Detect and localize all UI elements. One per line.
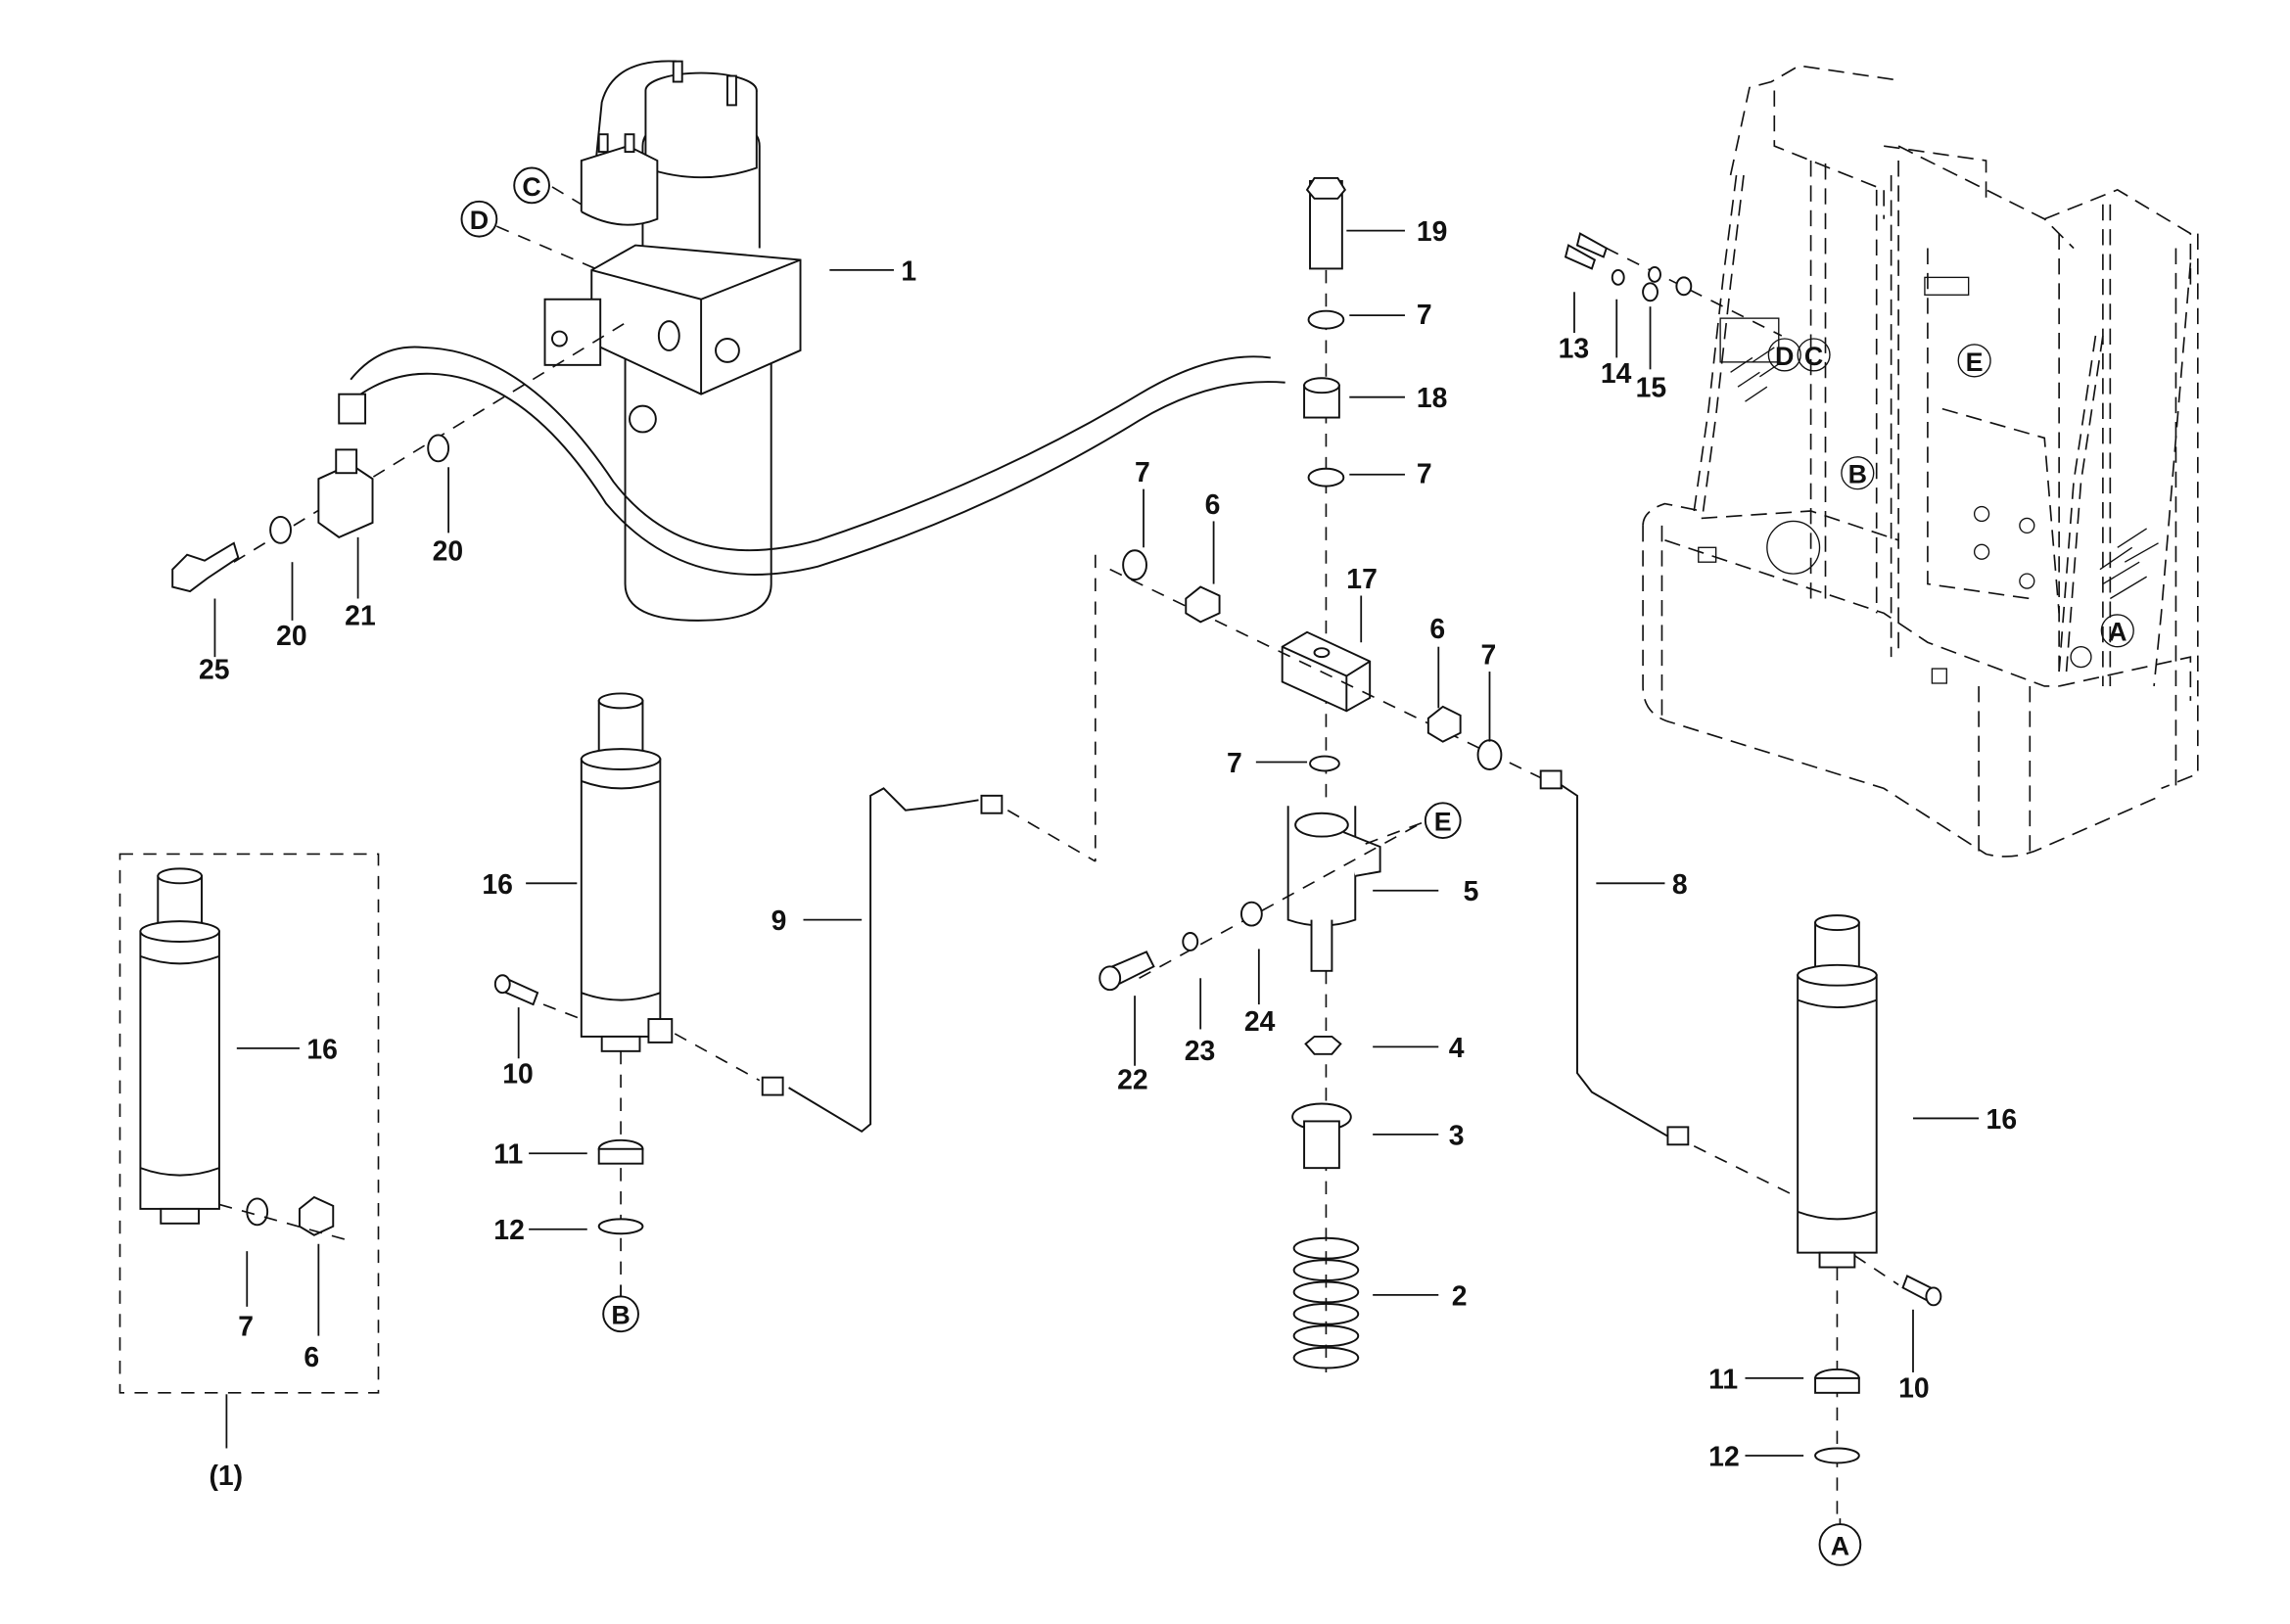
callout-7: 7 [238, 1312, 254, 1343]
callout-16: 16 [482, 869, 513, 901]
ref-marker-b-bottom: B [602, 1295, 639, 1333]
callout-10: 10 [1898, 1372, 1930, 1404]
cylinder-assembly-box [118, 853, 380, 1449]
callout-7: 7 [1227, 748, 1242, 779]
ref-marker-a-frame: A [2100, 614, 2134, 648]
callout-6: 6 [1205, 489, 1221, 521]
callout-6: 6 [304, 1342, 319, 1373]
callout-18: 18 [1417, 383, 1448, 414]
callout-21: 21 [345, 600, 376, 631]
callout-4: 4 [1449, 1033, 1465, 1064]
chassis-frame [1642, 65, 2199, 858]
callout-12: 12 [1708, 1441, 1740, 1472]
ref-marker-c-frame: C [1797, 338, 1831, 372]
callout-9: 9 [771, 905, 787, 937]
callout-7: 7 [1417, 300, 1432, 331]
pipe-8 [1555, 780, 1673, 1140]
callout-3: 3 [1449, 1120, 1465, 1151]
callout-12: 12 [493, 1215, 525, 1246]
valve-stack [1281, 176, 1381, 1372]
svg-text:D: D [470, 206, 489, 235]
callout-23: 23 [1185, 1036, 1216, 1067]
svg-text:D: D [1775, 342, 1794, 371]
reference-markers: C D E B A D C E [460, 166, 2134, 1566]
callout-19: 19 [1417, 216, 1448, 248]
assembly-label: (1) [209, 1461, 243, 1492]
callout-8: 8 [1672, 869, 1688, 901]
callout-20: 20 [276, 621, 307, 652]
ref-marker-d-frame: D [1767, 338, 1801, 372]
callout-20: 20 [433, 536, 464, 568]
callout-17: 17 [1346, 564, 1378, 595]
ref-marker-d-pump: D [460, 200, 498, 238]
callout-25: 25 [199, 655, 230, 686]
block-fittings [1094, 549, 1564, 861]
hose [350, 346, 1271, 552]
svg-text:A: A [2108, 618, 2126, 647]
banjo-assembly [171, 320, 629, 593]
callout-22: 22 [1117, 1065, 1148, 1096]
ref-marker-a-bottom: A [1818, 1523, 1862, 1566]
ref-marker-e-valve: E [1424, 802, 1462, 840]
callout-24: 24 [1244, 1006, 1276, 1038]
callout-11: 11 [1708, 1364, 1738, 1395]
svg-text:C: C [1804, 342, 1823, 371]
svg-text:C: C [522, 172, 540, 202]
svg-text:B: B [1848, 460, 1867, 489]
callout-15: 15 [1636, 373, 1667, 404]
hose-fitting [338, 393, 367, 425]
svg-text:E: E [1966, 348, 1984, 377]
ref-marker-b-frame: B [1841, 456, 1875, 490]
callout-13: 13 [1559, 333, 1590, 364]
frame-bolts [1564, 232, 1783, 337]
callout-16: 16 [306, 1034, 338, 1065]
callout-7: 7 [1481, 640, 1497, 672]
callout-labels: 1 19 7 18 7 7 6 17 6 7 7 5 4 3 2 8 9 16 … [199, 216, 2017, 1492]
ref-marker-e-frame: E [1957, 344, 1991, 378]
svg-text:E: E [1434, 808, 1452, 837]
callout-7: 7 [1417, 459, 1432, 490]
callout-5: 5 [1464, 876, 1479, 907]
valve-mount-hardware [1098, 816, 1432, 992]
callout-11: 11 [493, 1139, 523, 1171]
callout-1: 1 [901, 255, 916, 287]
pipe-9 [788, 787, 979, 1134]
hydraulic-power-unit [543, 60, 802, 622]
callout-7: 7 [1135, 457, 1150, 488]
callout-16: 16 [1986, 1104, 2018, 1136]
callout-14: 14 [1601, 358, 1632, 390]
svg-text:A: A [1831, 1531, 1849, 1560]
ref-marker-c-pump: C [513, 166, 550, 205]
svg-text:B: B [611, 1301, 630, 1330]
cylinder-left [493, 692, 761, 1300]
callout-6: 6 [1429, 614, 1445, 645]
cylinder-right [1797, 914, 1942, 1519]
callout-2: 2 [1452, 1280, 1468, 1312]
callout-10: 10 [502, 1059, 534, 1090]
